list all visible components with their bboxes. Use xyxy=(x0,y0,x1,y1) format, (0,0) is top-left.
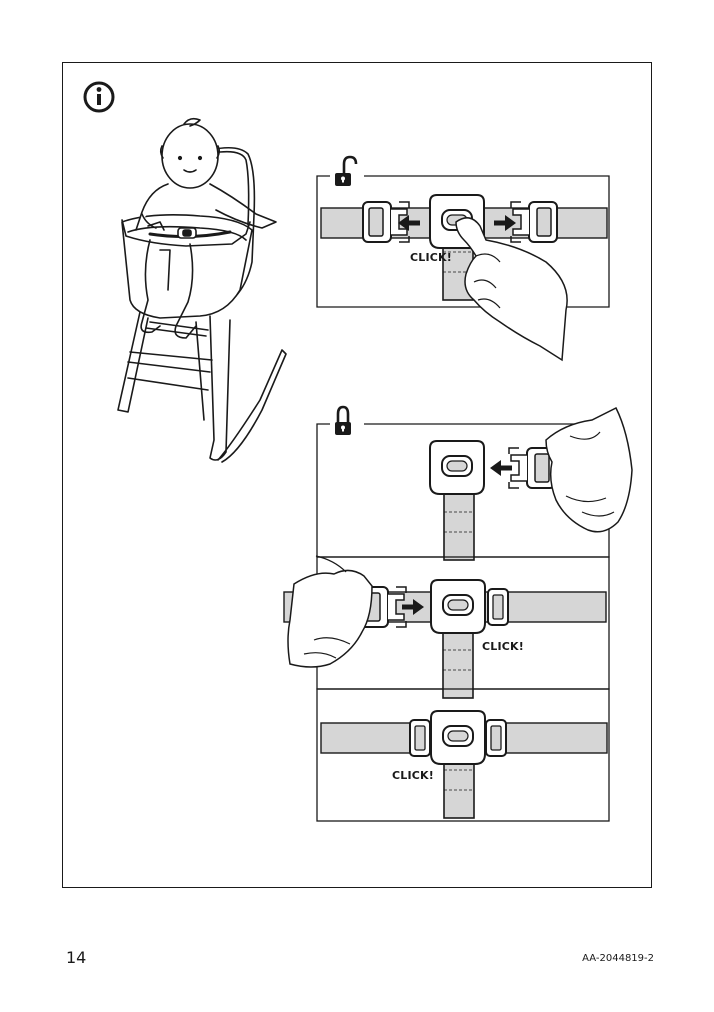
high-chair-illustration xyxy=(117,117,287,463)
page-number: 14 xyxy=(66,948,87,967)
lock-panel-step1 xyxy=(316,405,633,561)
hand-illustration xyxy=(455,217,568,362)
hand-illustration xyxy=(545,406,633,533)
locked-padlock-icon xyxy=(335,405,351,435)
unlock-panel: CLICK! xyxy=(316,155,610,362)
unlocked-padlock-icon xyxy=(335,155,358,186)
lock-panel-step3: CLICK! xyxy=(316,688,610,822)
click-label: CLICK! xyxy=(410,251,452,264)
click-label: CLICK! xyxy=(482,640,524,653)
hand-illustration xyxy=(287,569,373,668)
page-frame xyxy=(62,62,652,888)
lock-panel-step2: CLICK! xyxy=(283,555,610,699)
info-icon xyxy=(83,81,115,113)
click-label: CLICK! xyxy=(392,769,434,782)
document-code: AA-2044819-2 xyxy=(582,953,654,964)
